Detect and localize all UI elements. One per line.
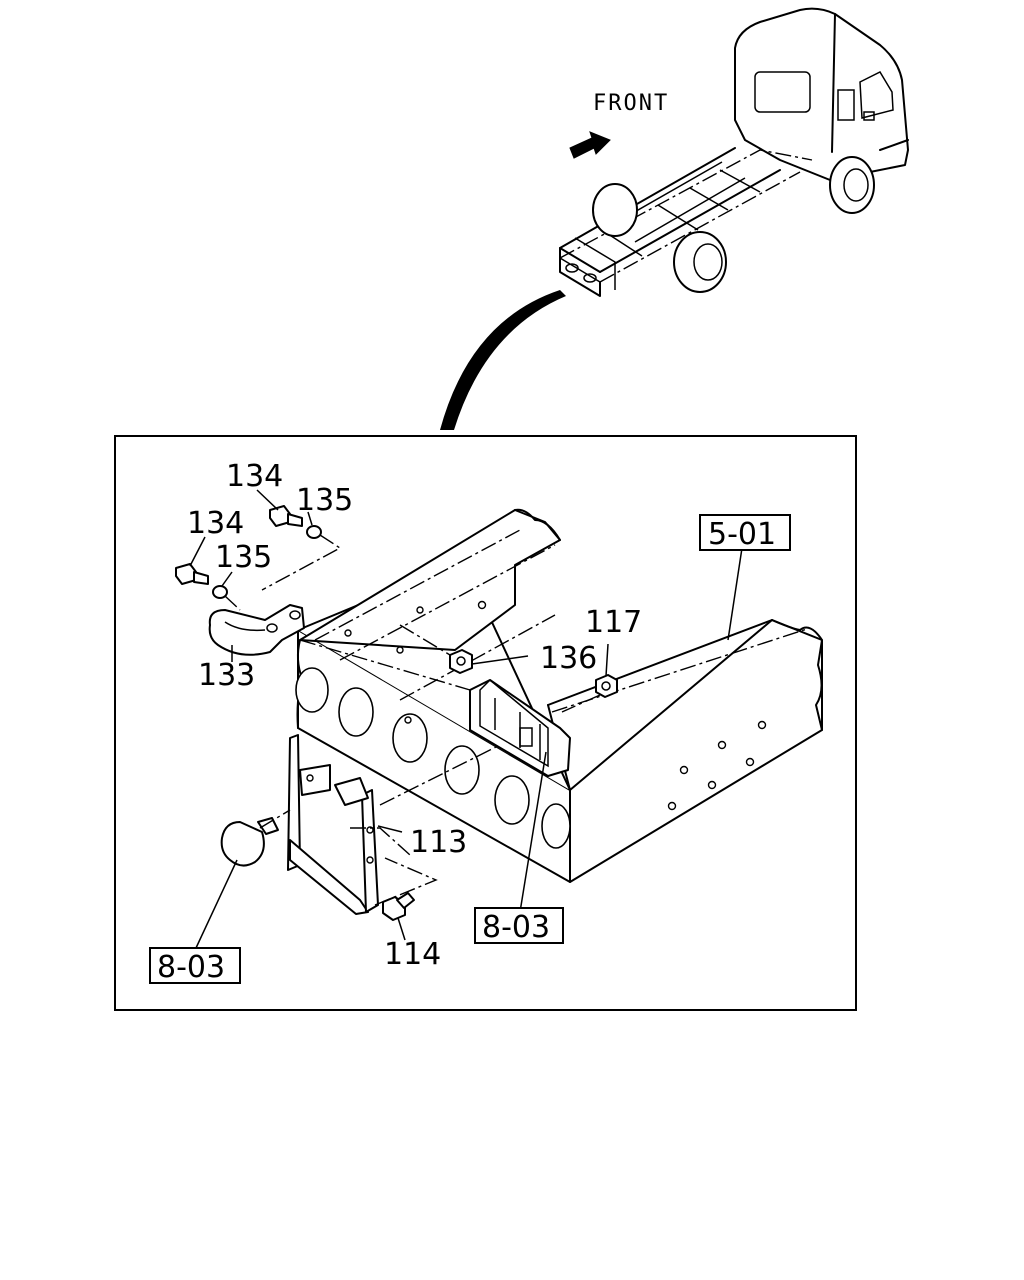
lamp-bracket-part [287,734,379,915]
detail-panel-border [114,435,857,1011]
reference-box-side-lamp [149,947,241,984]
front-direction-label: FRONT [593,91,669,116]
bolt-114 [382,892,415,921]
tow-hook-part [208,604,305,656]
callout-113: 113 [410,825,467,860]
detail-callout-arrow [440,290,566,430]
washer-135-lower [212,585,228,599]
frame-rear-end-illustration [295,508,823,883]
callout-134-lower: 134 [187,506,244,541]
callout-leader-lines [189,489,743,949]
reference-box-frame [699,514,791,551]
callout-114: 114 [384,937,441,972]
side-marker-lamp-part [220,817,279,867]
reference-8-03-rear: 8-03 [482,910,550,945]
reference-8-03-side: 8-03 [157,950,225,985]
callout-133: 133 [198,658,255,693]
nut-136 [449,649,473,674]
reference-box-rear-lamp [474,907,564,944]
washer-135-upper [306,525,322,539]
callout-135-lower: 135 [215,540,272,575]
front-arrow-icon [569,131,611,159]
truck-overview-illustration [559,7,909,297]
callout-135-upper: 135 [296,483,353,518]
callout-136: 136 [540,641,597,676]
callout-117: 117 [585,605,642,640]
bolt-134-lower [175,563,209,585]
callout-134-upper: 134 [226,459,283,494]
nut-117 [595,674,618,698]
reference-5-01: 5-01 [708,517,776,552]
bolt-134-upper [269,505,303,527]
